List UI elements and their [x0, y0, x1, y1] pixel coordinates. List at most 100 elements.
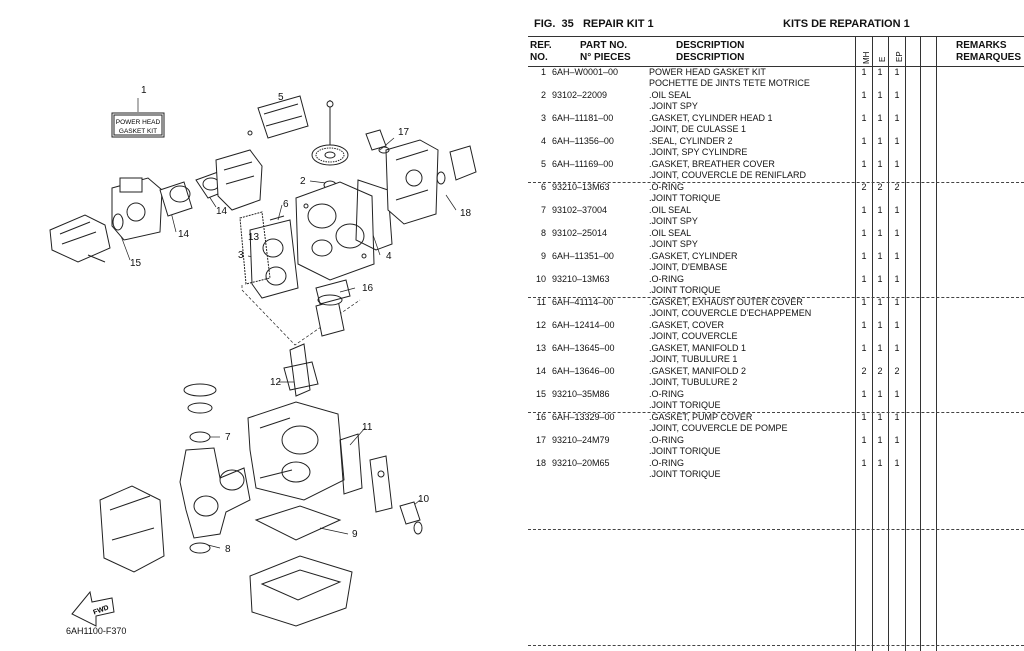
description-fr-cell: .JOINT, COUVERCLE DE POMPE	[649, 423, 788, 433]
quantity-cell: 1	[894, 136, 900, 146]
callout-number: 15	[130, 258, 142, 269]
crankcase	[247, 343, 345, 501]
quantity-cell: 1	[877, 320, 883, 330]
parts-list-sheet: FIG. 35 REPAIR KIT 1 KITS DE REPARATION …	[528, 0, 1024, 651]
part-number-cell: 93210–24M79	[552, 435, 610, 445]
col-ref: REF.NO.	[530, 40, 552, 63]
kit-label-box: POWER HEAD GASKET KIT	[111, 112, 165, 138]
row-separator	[528, 529, 1024, 530]
thermostat	[399, 501, 423, 535]
cylinder-block	[295, 181, 375, 281]
part-number-cell: 93102–37004	[552, 205, 608, 215]
part-number-cell: 6AH–11351–00	[552, 251, 614, 261]
part-number-cell: 6AH–12414–00	[552, 320, 615, 330]
col-divider	[888, 36, 889, 651]
ref-cell: 1	[540, 67, 546, 77]
callout-number: 14	[178, 229, 190, 240]
part-number-cell: 6AH–13329–00	[552, 412, 615, 422]
callout-number: 16	[362, 283, 374, 294]
quantity-cell: 2	[861, 182, 867, 192]
quantity-cell: 1	[877, 435, 883, 445]
quantity-cell: 2	[861, 366, 867, 376]
quantity-cell: 1	[861, 113, 867, 123]
quantity-cell: 2	[877, 182, 883, 192]
description-en-cell: .O-RING	[649, 274, 684, 284]
figure-code: 6AH1100-F370	[66, 626, 127, 636]
ref-cell: 12	[535, 320, 546, 330]
quantity-cell: 1	[894, 251, 900, 261]
quantity-cell: 1	[861, 251, 867, 261]
row-separator	[528, 182, 1024, 183]
intake-manifold	[215, 95, 309, 211]
quantity-cell: 1	[877, 251, 883, 261]
quantity-cell: 1	[861, 136, 867, 146]
col-divider	[855, 36, 856, 651]
part-number-cell: 93210–13M63	[552, 274, 610, 284]
row-separator	[528, 645, 1024, 646]
ref-cell: 7	[540, 205, 546, 215]
part-number-cell: 93210–35M86	[552, 389, 610, 399]
callout-number: 9	[352, 529, 358, 540]
ref-cell: 14	[535, 366, 546, 376]
ref-cell: 16	[535, 412, 546, 422]
description-en-cell: .O-RING	[649, 435, 684, 445]
description-fr-cell: .JOINT SPY	[649, 216, 698, 226]
quantity-cell: 2	[894, 182, 900, 192]
crankshaft	[179, 383, 251, 554]
quantity-cell: 1	[894, 297, 900, 307]
quantity-cell: 1	[861, 67, 867, 77]
part-number-cell: 93210–20M65	[552, 458, 610, 468]
part-number-cell: 6AH–13646–00	[552, 366, 615, 376]
part-number-cell: 93102–22009	[552, 90, 608, 100]
mount-bracket	[99, 485, 165, 573]
col-divider	[905, 36, 906, 651]
ref-cell: 18	[535, 458, 546, 468]
description-fr-cell: .JOINT, COUVERCLE D'ECHAPPEMEN	[649, 308, 812, 318]
quantity-cell: 1	[877, 90, 883, 100]
col-divider	[920, 36, 921, 651]
callout-number: 8	[225, 544, 231, 555]
description-fr-cell: .JOINT, SPY CYLINDRE	[649, 147, 748, 157]
callout-number: 2	[300, 176, 306, 187]
quantity-cell: 1	[894, 205, 900, 215]
quantity-cell: 1	[894, 412, 900, 422]
quantity-cell: 1	[861, 458, 867, 468]
description-en-cell: .OIL SEAL	[649, 228, 692, 238]
quantity-cell: 1	[861, 297, 867, 307]
description-fr-cell: POCHETTE DE JINTS TETE MOTRICE	[649, 78, 810, 88]
fuel-pump	[315, 279, 351, 337]
description-fr-cell: .JOINT TORIQUE	[649, 285, 721, 295]
quantity-cell: 1	[861, 320, 867, 330]
ref-cell: 13	[535, 343, 546, 353]
description-en-cell: .SEAL, CYLINDER 2	[649, 136, 733, 146]
quantity-cell: 1	[877, 136, 883, 146]
description-fr-cell: .JOINT, DE CULASSE 1	[649, 124, 747, 134]
quantity-cell: 1	[861, 205, 867, 215]
quantity-cell: 1	[894, 274, 900, 284]
description-fr-cell: .JOINT SPY	[649, 239, 698, 249]
part-number-cell: 6AH–W0001–00	[552, 67, 619, 77]
ref-cell: 15	[535, 389, 546, 399]
ref-cell: 10	[535, 274, 546, 284]
quantity-cell: 1	[877, 274, 883, 284]
carburetor-assembly	[49, 171, 229, 263]
col-qty-mh: MH	[862, 51, 871, 64]
quantity-cell: 1	[894, 159, 900, 169]
oil-pan	[249, 505, 353, 627]
col-divider	[936, 36, 937, 651]
description-en-cell: .OIL SEAL	[649, 90, 692, 100]
ref-cell: 9	[540, 251, 546, 261]
callout-number: 12	[270, 377, 282, 388]
description-fr-cell: .JOINT TORIQUE	[649, 400, 721, 410]
callout-number: 4	[386, 251, 392, 262]
quantity-cell: 1	[877, 412, 883, 422]
